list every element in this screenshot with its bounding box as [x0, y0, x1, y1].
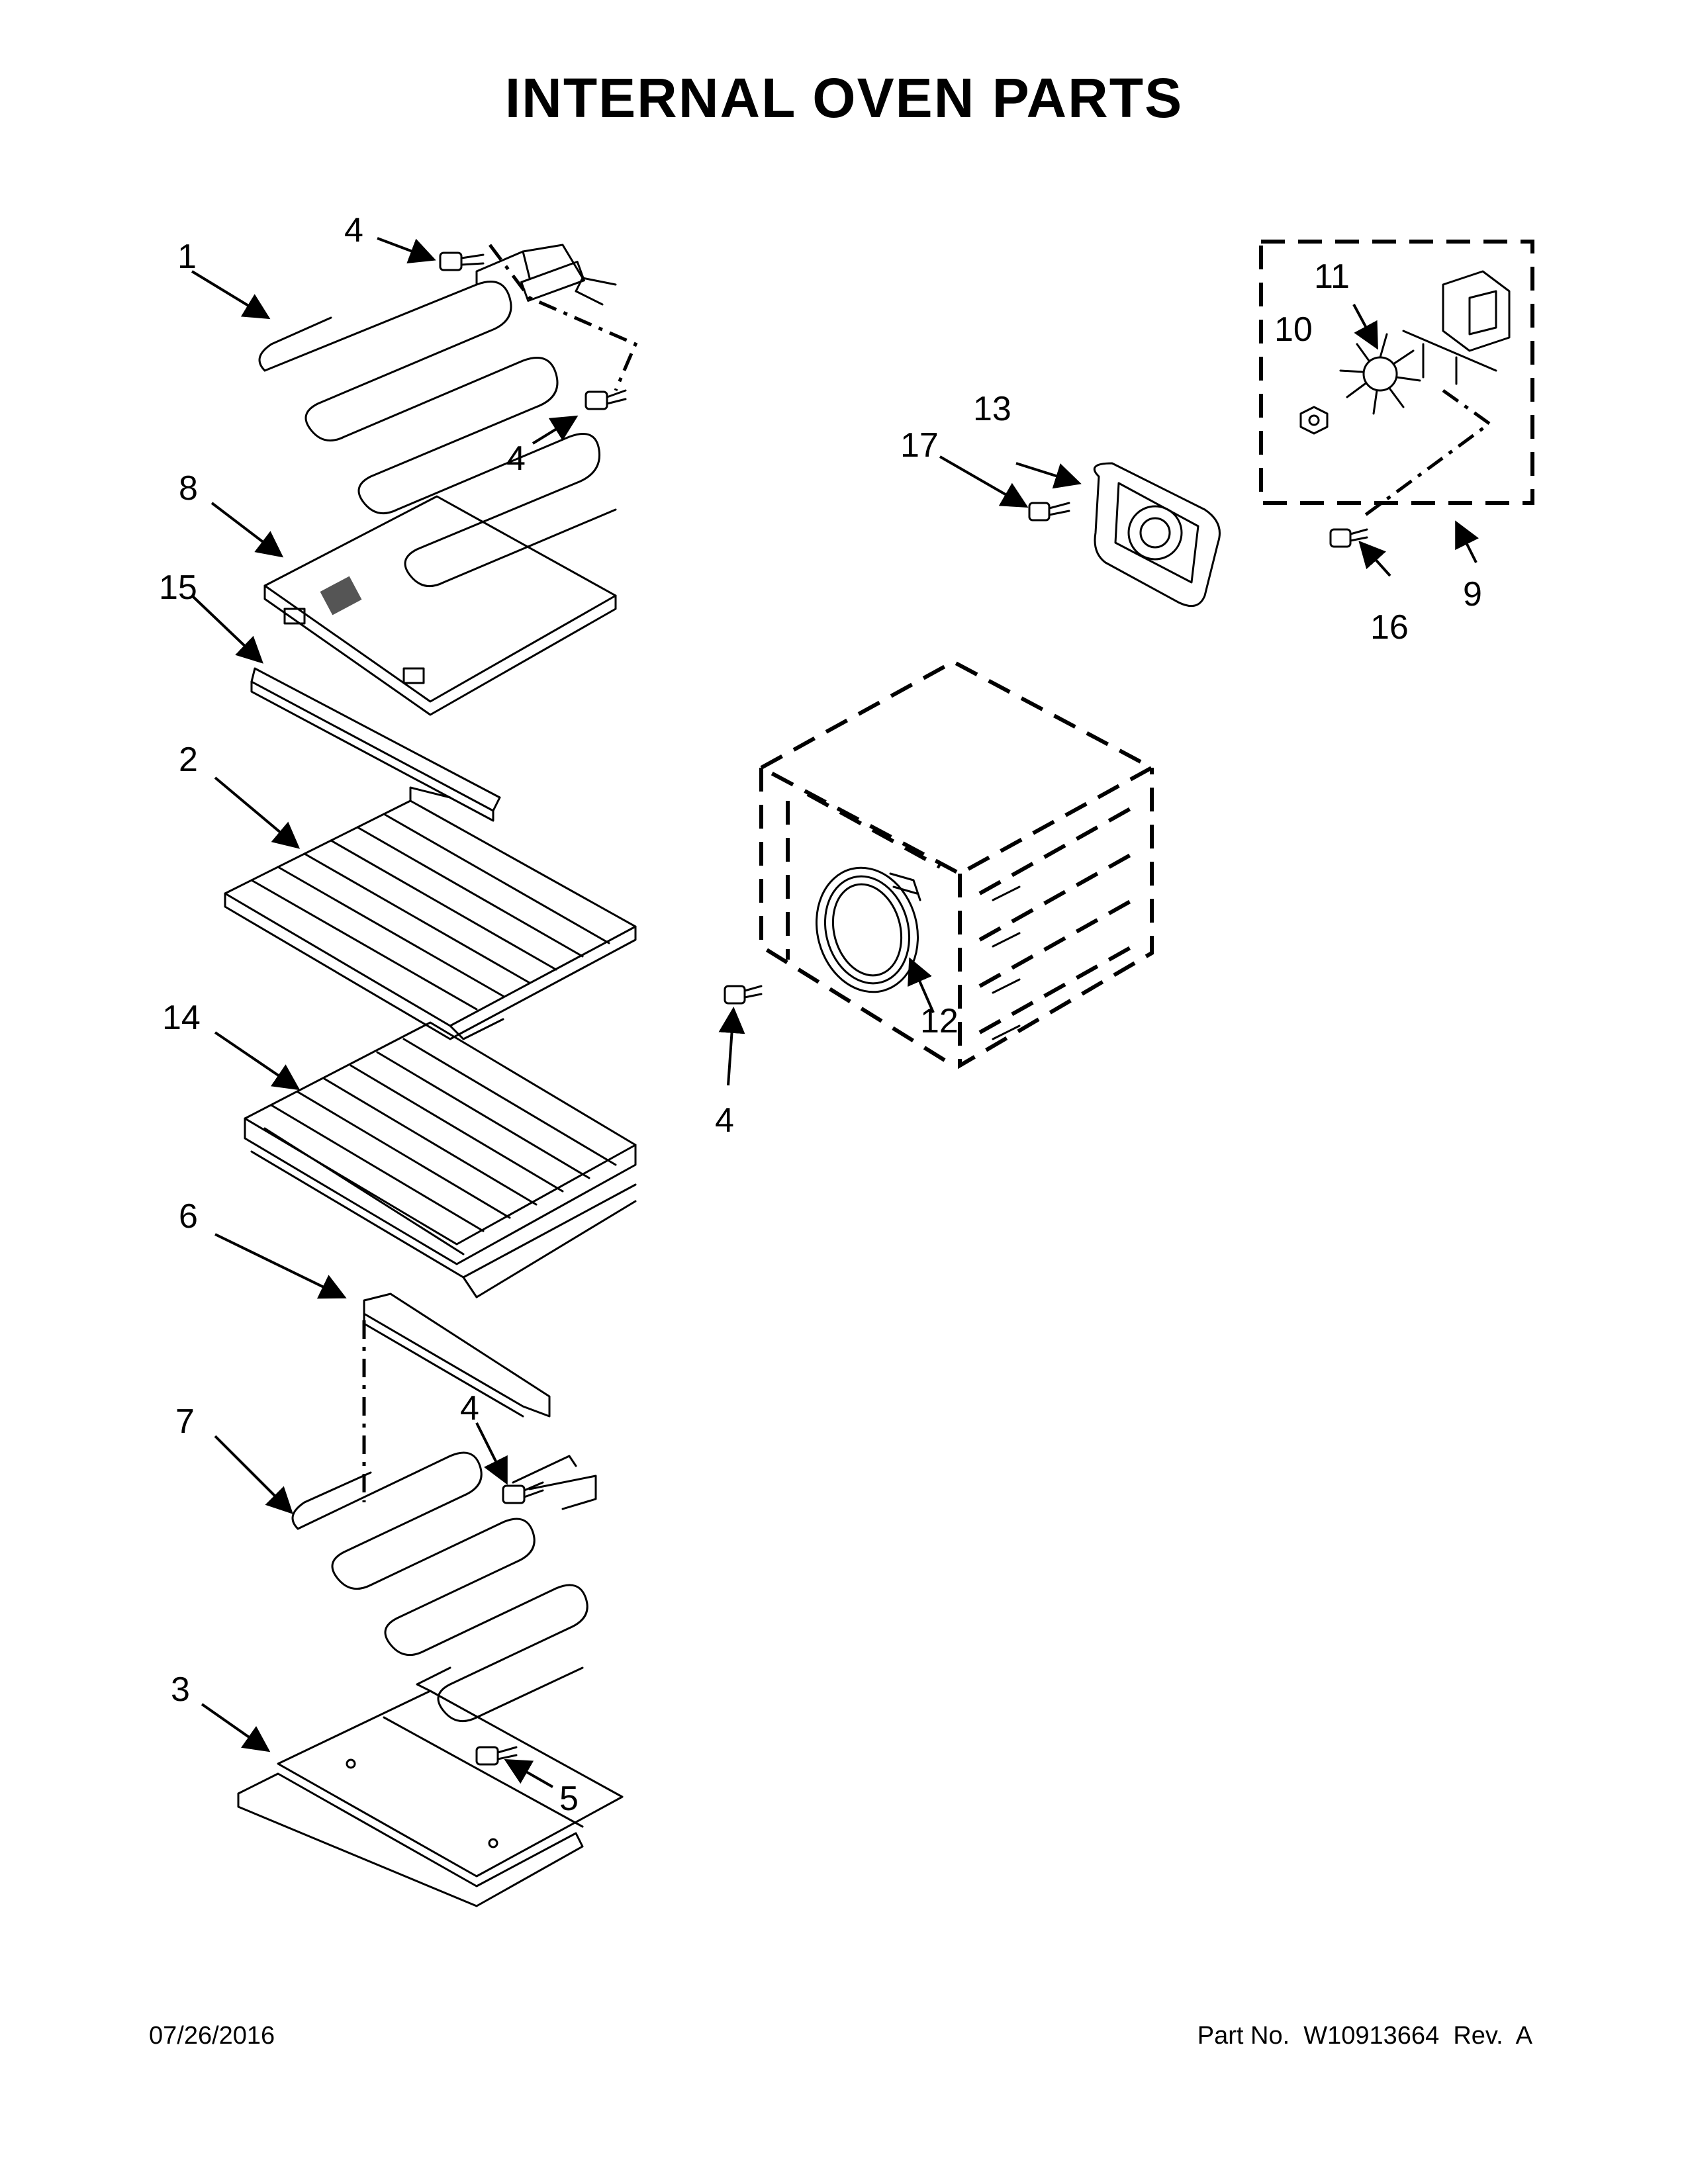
fan-cover-part [1093, 462, 1221, 608]
fan-motor-part [1402, 270, 1511, 385]
bottom-panel-part [237, 1666, 624, 1907]
leader-arrow [191, 270, 271, 320]
broil-element-part [258, 244, 617, 588]
screw-icon [1028, 502, 1070, 522]
oven-panel-part [263, 495, 617, 716]
screw-icon [475, 1746, 518, 1766]
callout-7: 7 [175, 1402, 195, 1441]
footer-part-number: Part No. W10913664 Rev. A [1197, 2022, 1532, 2050]
callout-12: 12 [920, 1002, 959, 1040]
oven-rack-part [224, 786, 637, 1040]
callout-10: 10 [1274, 310, 1313, 349]
leader-arrow [214, 1233, 347, 1299]
leader-arrow [211, 502, 284, 558]
callout-4: 4 [506, 439, 526, 478]
callout-2: 2 [179, 741, 198, 779]
leader-arrow [1455, 520, 1479, 563]
callout-6: 6 [179, 1197, 198, 1236]
callout-15: 15 [159, 569, 197, 607]
screw-icon [724, 985, 763, 1005]
leader-arrow [1358, 541, 1391, 577]
footer-date: 07/26/2016 [149, 2022, 275, 2050]
fan-motor-assembly-box [1259, 240, 1534, 505]
callout-13: 13 [973, 390, 1011, 428]
leader-arrow [908, 957, 935, 1013]
callout-4: 4 [715, 1101, 734, 1140]
callout-11: 11 [1314, 257, 1350, 296]
trim-strip-part [250, 667, 501, 822]
nut-part [1299, 406, 1329, 435]
callout-1: 1 [177, 238, 197, 276]
leader-arrow [532, 415, 579, 445]
callout-4: 4 [460, 1389, 479, 1428]
screw-icon [1329, 528, 1368, 548]
convection-element-part [815, 866, 921, 993]
leader-arrow [191, 594, 263, 664]
oven-cavity-part [757, 659, 1156, 1069]
leader-arrow [939, 455, 1029, 508]
screw-icon [439, 251, 485, 271]
callout-3: 3 [171, 1670, 190, 1709]
callout-9: 9 [1463, 575, 1482, 614]
screw-icon [585, 389, 627, 410]
fan-blade-part [1339, 333, 1421, 415]
leader-arrow [1352, 304, 1378, 350]
connector-line [1362, 388, 1493, 518]
leader-arrow [718, 1007, 745, 1086]
callout-16: 16 [1370, 608, 1409, 647]
connector-line [489, 244, 638, 391]
callout-14: 14 [162, 999, 201, 1037]
callout-4: 4 [344, 211, 363, 250]
leader-arrow [377, 237, 436, 264]
sliding-rack-part [244, 1021, 637, 1298]
screw-icon [502, 1481, 544, 1504]
callout-8: 8 [179, 469, 198, 508]
bracket-part [363, 1293, 551, 1418]
leader-arrow [214, 1435, 293, 1514]
callout-17: 17 [900, 426, 939, 465]
leader-arrow [201, 1703, 271, 1752]
leader-arrow [1015, 462, 1082, 489]
leader-arrow [214, 776, 301, 849]
callout-5: 5 [559, 1780, 579, 1818]
leader-arrow [504, 1759, 553, 1788]
bake-element-part [291, 1451, 597, 1723]
leader-arrow [475, 1422, 508, 1485]
page-title: INTERNAL OVEN PARTS [504, 67, 1184, 129]
leader-arrow [214, 1031, 301, 1091]
